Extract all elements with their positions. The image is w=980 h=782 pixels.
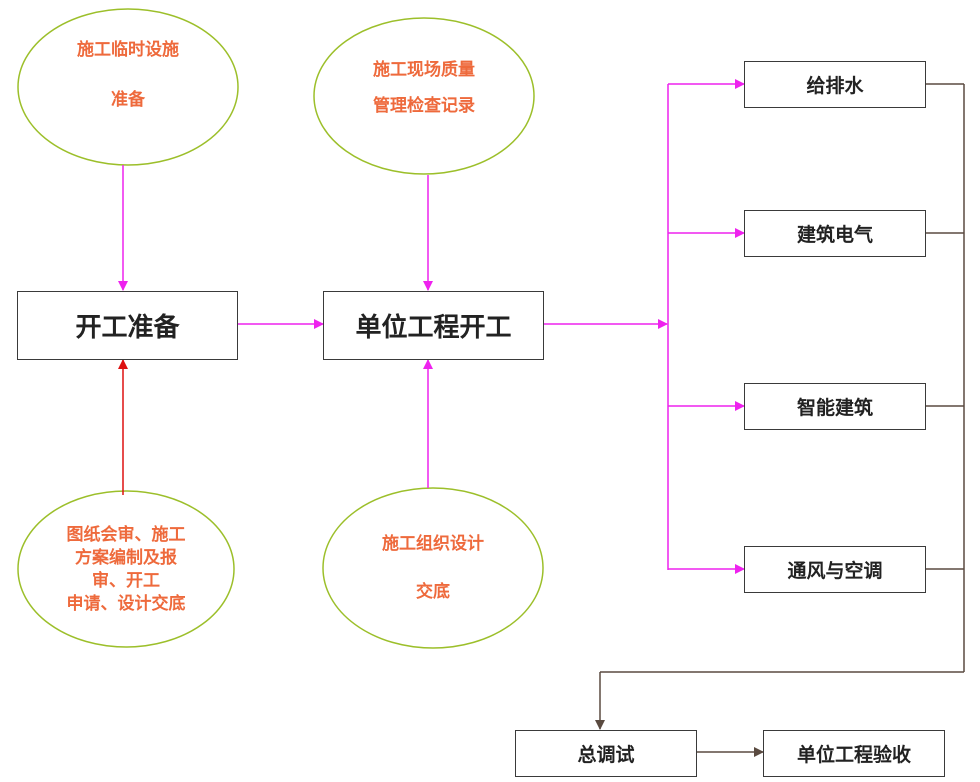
drawing-review-label: 图纸会审、施工 方案编制及报 审、开工 申请、设计交底 <box>36 524 216 616</box>
box-plumbing: 给排水 <box>744 61 926 108</box>
drawing-review-line1: 图纸会审、施工 <box>66 525 186 545</box>
drawing-review-line3: 审、开工 <box>92 571 160 591</box>
quality-record-line1: 施工现场质量 <box>373 60 475 80</box>
drawing-review-line4: 申请、设计交底 <box>66 594 186 614</box>
box-acceptance: 单位工程验收 <box>763 730 945 777</box>
quality-record-label: 施工现场质量 管理检查记录 <box>324 58 524 118</box>
box-unit-start: 单位工程开工 <box>323 291 544 360</box>
temp-facility-label: 施工临时设施 准备 <box>28 38 228 112</box>
ellipse-org-design <box>322 487 544 649</box>
drawing-review-line2: 方案编制及报 <box>75 548 177 568</box>
temp-facility-line2: 准备 <box>111 90 145 110</box>
box-electrical: 建筑电气 <box>744 210 926 257</box>
temp-facility-line1: 施工临时设施 <box>77 40 179 60</box>
ellipse-quality-record <box>313 17 535 175</box>
org-design-line2: 交底 <box>416 582 450 602</box>
box-hvac: 通风与空调 <box>744 546 926 593</box>
ellipse-temp-facility <box>17 8 239 166</box>
org-design-line1: 施工组织设计 <box>382 534 484 554</box>
org-design-label: 施工组织设计 交底 <box>333 532 533 604</box>
quality-record-line2: 管理检查记录 <box>373 96 475 116</box>
box-intelligent: 智能建筑 <box>744 383 926 430</box>
box-commissioning: 总调试 <box>515 730 697 777</box>
box-start-prep: 开工准备 <box>17 291 238 360</box>
ellipse-drawing-review <box>17 490 235 648</box>
